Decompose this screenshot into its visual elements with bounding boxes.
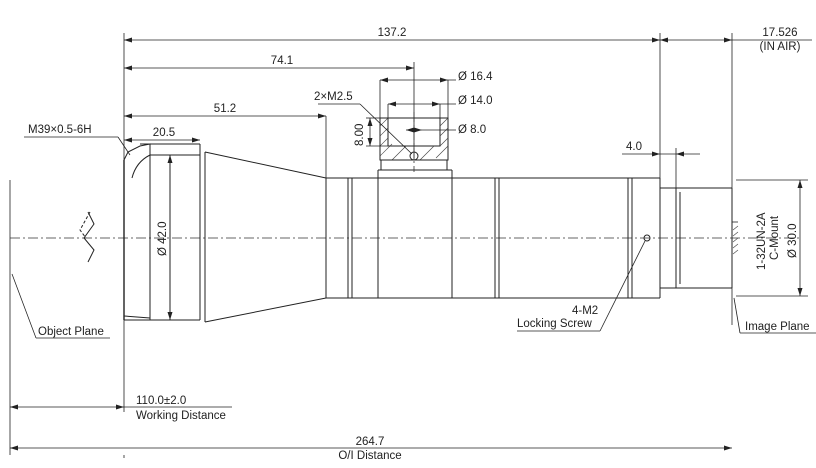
front-section-label: 51.2	[214, 103, 236, 115]
image-plane-label: Image Plane	[745, 321, 810, 333]
thread-length-label: 20.5	[153, 127, 175, 139]
front-diameter-label: Ø 42.0	[157, 221, 169, 256]
working-distance-label: Working Distance	[136, 410, 226, 422]
in-air-value-label: 17.526	[762, 27, 797, 39]
dia-16-4-label: Ø 16.4	[458, 71, 493, 83]
total-length-label: 137.2	[378, 27, 407, 39]
mount-thread-label: 1-32UN-2A	[756, 212, 768, 270]
oi-distance-label: O/I Distance	[338, 450, 401, 462]
rear-diameter-label: Ø 30.0	[787, 223, 799, 258]
in-air-note-label: (IN AIR)	[760, 41, 801, 53]
dia-8-0-label: Ø 8.0	[458, 124, 486, 136]
mount-name-label: C-Mount	[769, 215, 781, 260]
dia-14-0-label: Ø 14.0	[458, 95, 493, 107]
flange-offset-label: 4.0	[626, 141, 642, 153]
screw-depth-label: 8.00	[354, 124, 366, 146]
thread-spec-label: M39×0.5-6H	[28, 124, 92, 136]
object-plane-break	[79, 211, 95, 263]
oi-distance-value-label: 264.7	[356, 436, 385, 448]
locking-screw-label: Locking Screw	[517, 318, 592, 330]
extension-lines	[9, 33, 808, 458]
labels: 137.2 17.526 (IN AIR) 74.1 51.2 20.5 M39…	[28, 27, 810, 462]
object-plane-label: Object Plane	[38, 326, 104, 338]
image-plane-hatch	[732, 221, 739, 255]
screw-holes-label: 2×M2.5	[314, 91, 353, 103]
mount-to-screw-label: 74.1	[271, 55, 293, 67]
dimension-lines	[10, 37, 816, 451]
screw-block	[379, 112, 449, 172]
working-distance-value-label: 110.0±2.0	[136, 395, 186, 407]
lens-body	[123, 143, 733, 323]
locking-screw-count-label: 4-M2	[572, 305, 598, 317]
